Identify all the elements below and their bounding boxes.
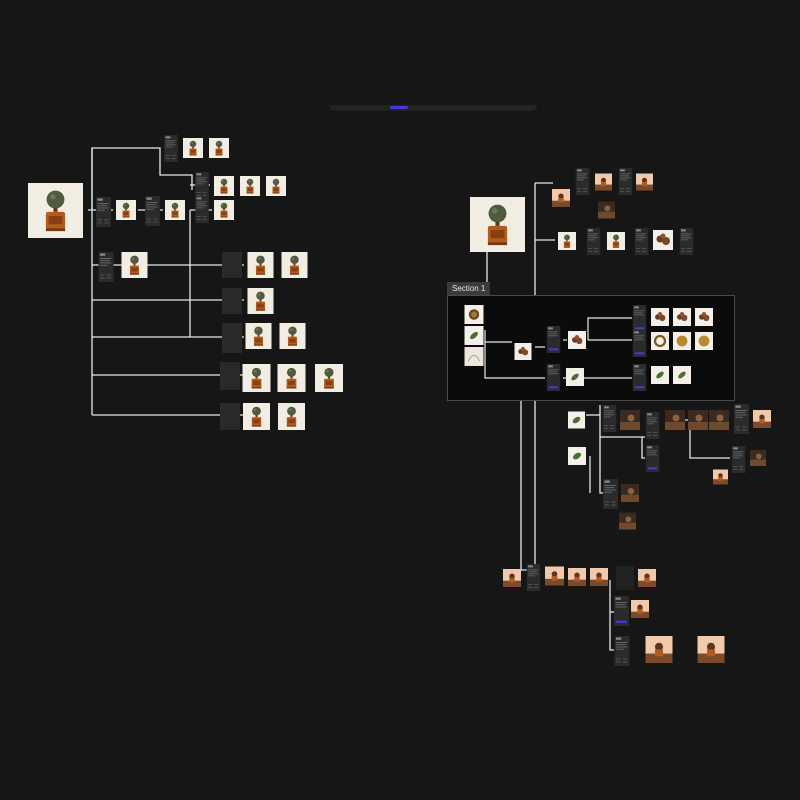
empty-node[interactable] — [220, 403, 240, 430]
generation-node[interactable] — [632, 305, 647, 332]
generation-node[interactable] — [632, 364, 647, 391]
output-image[interactable] — [651, 308, 669, 326]
output-image[interactable] — [651, 366, 669, 384]
empty-node[interactable] — [220, 362, 240, 390]
reference-image[interactable] — [464, 326, 484, 345]
generation-node[interactable] — [632, 330, 647, 357]
generation-node[interactable] — [546, 326, 561, 353]
section-label[interactable]: Section 1 — [447, 282, 491, 295]
output-image[interactable] — [673, 332, 691, 350]
left-tree — [28, 135, 343, 430]
generation-node[interactable] — [546, 364, 561, 391]
reference-image[interactable] — [464, 347, 484, 366]
output-image[interactable] — [650, 332, 670, 350]
output-image[interactable] — [695, 308, 713, 326]
output-image[interactable] — [695, 332, 713, 350]
lower-right-tree — [503, 404, 771, 666]
output-image[interactable] — [566, 368, 584, 386]
section-connectors — [484, 317, 632, 379]
output-image[interactable] — [673, 308, 691, 326]
output-image[interactable] — [673, 366, 691, 384]
output-image[interactable] — [514, 343, 532, 360]
empty-node[interactable] — [222, 323, 242, 353]
empty-node[interactable] — [222, 288, 242, 314]
top-toolbar[interactable] — [329, 105, 537, 111]
reference-image[interactable] — [464, 305, 484, 324]
empty-node[interactable] — [222, 252, 242, 278]
output-image[interactable] — [568, 331, 586, 349]
empty-node[interactable] — [616, 566, 634, 590]
toolbar-active-indicator — [390, 106, 408, 109]
